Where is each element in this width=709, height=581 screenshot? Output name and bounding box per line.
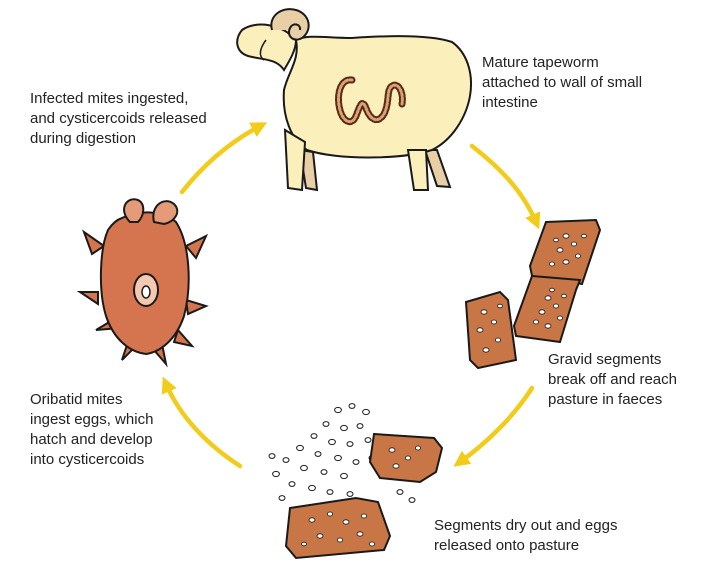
sheep-head (236, 23, 298, 72)
dried-segments-and-eggs (268, 403, 444, 560)
sheep-ear (259, 39, 267, 61)
dried-segment (284, 496, 392, 560)
caption-segments-dry: Segments dry out and eggs released onto … (434, 517, 618, 554)
segment-eggs (301, 445, 421, 547)
gravid-segments (464, 218, 602, 370)
mite-front-loop (123, 198, 145, 223)
arrow-sheep-to-segments (469, 143, 541, 230)
gravid-segment (528, 218, 602, 286)
gravid-segment (464, 290, 518, 370)
arrow-pasture-to-mite (161, 376, 243, 469)
caption-oribatid-mites: Oribatid mites ingest eggs, which hatch … (30, 391, 154, 468)
oribatid-mite (76, 198, 209, 368)
mite-front-loop (152, 200, 179, 226)
caption-infected-mites: Infected mites ingested, and cysticercoi… (30, 90, 207, 147)
arrow-mite-to-sheep (179, 122, 268, 195)
caption-mature-tapeworm: Mature tapeworm attached to wall of smal… (482, 54, 643, 111)
gravid-segment (512, 274, 582, 344)
sheep-far-leg (423, 149, 452, 189)
sheep-host (236, 8, 472, 192)
arrow-segments-to-pasture (453, 385, 535, 467)
tapeworm-in-intestine (335, 76, 406, 126)
caption-gravid-segments: Gravid segments break off and reach past… (548, 351, 677, 408)
sheep-hind-leg (406, 149, 430, 191)
sheep-body (244, 25, 472, 159)
mite-eye-spot-center (141, 285, 151, 299)
segment-eggs (476, 233, 587, 353)
cycle-arrows (161, 122, 541, 469)
sheep-horn (270, 8, 310, 41)
sheep-front-leg (283, 128, 307, 192)
released-eggs (268, 403, 416, 503)
